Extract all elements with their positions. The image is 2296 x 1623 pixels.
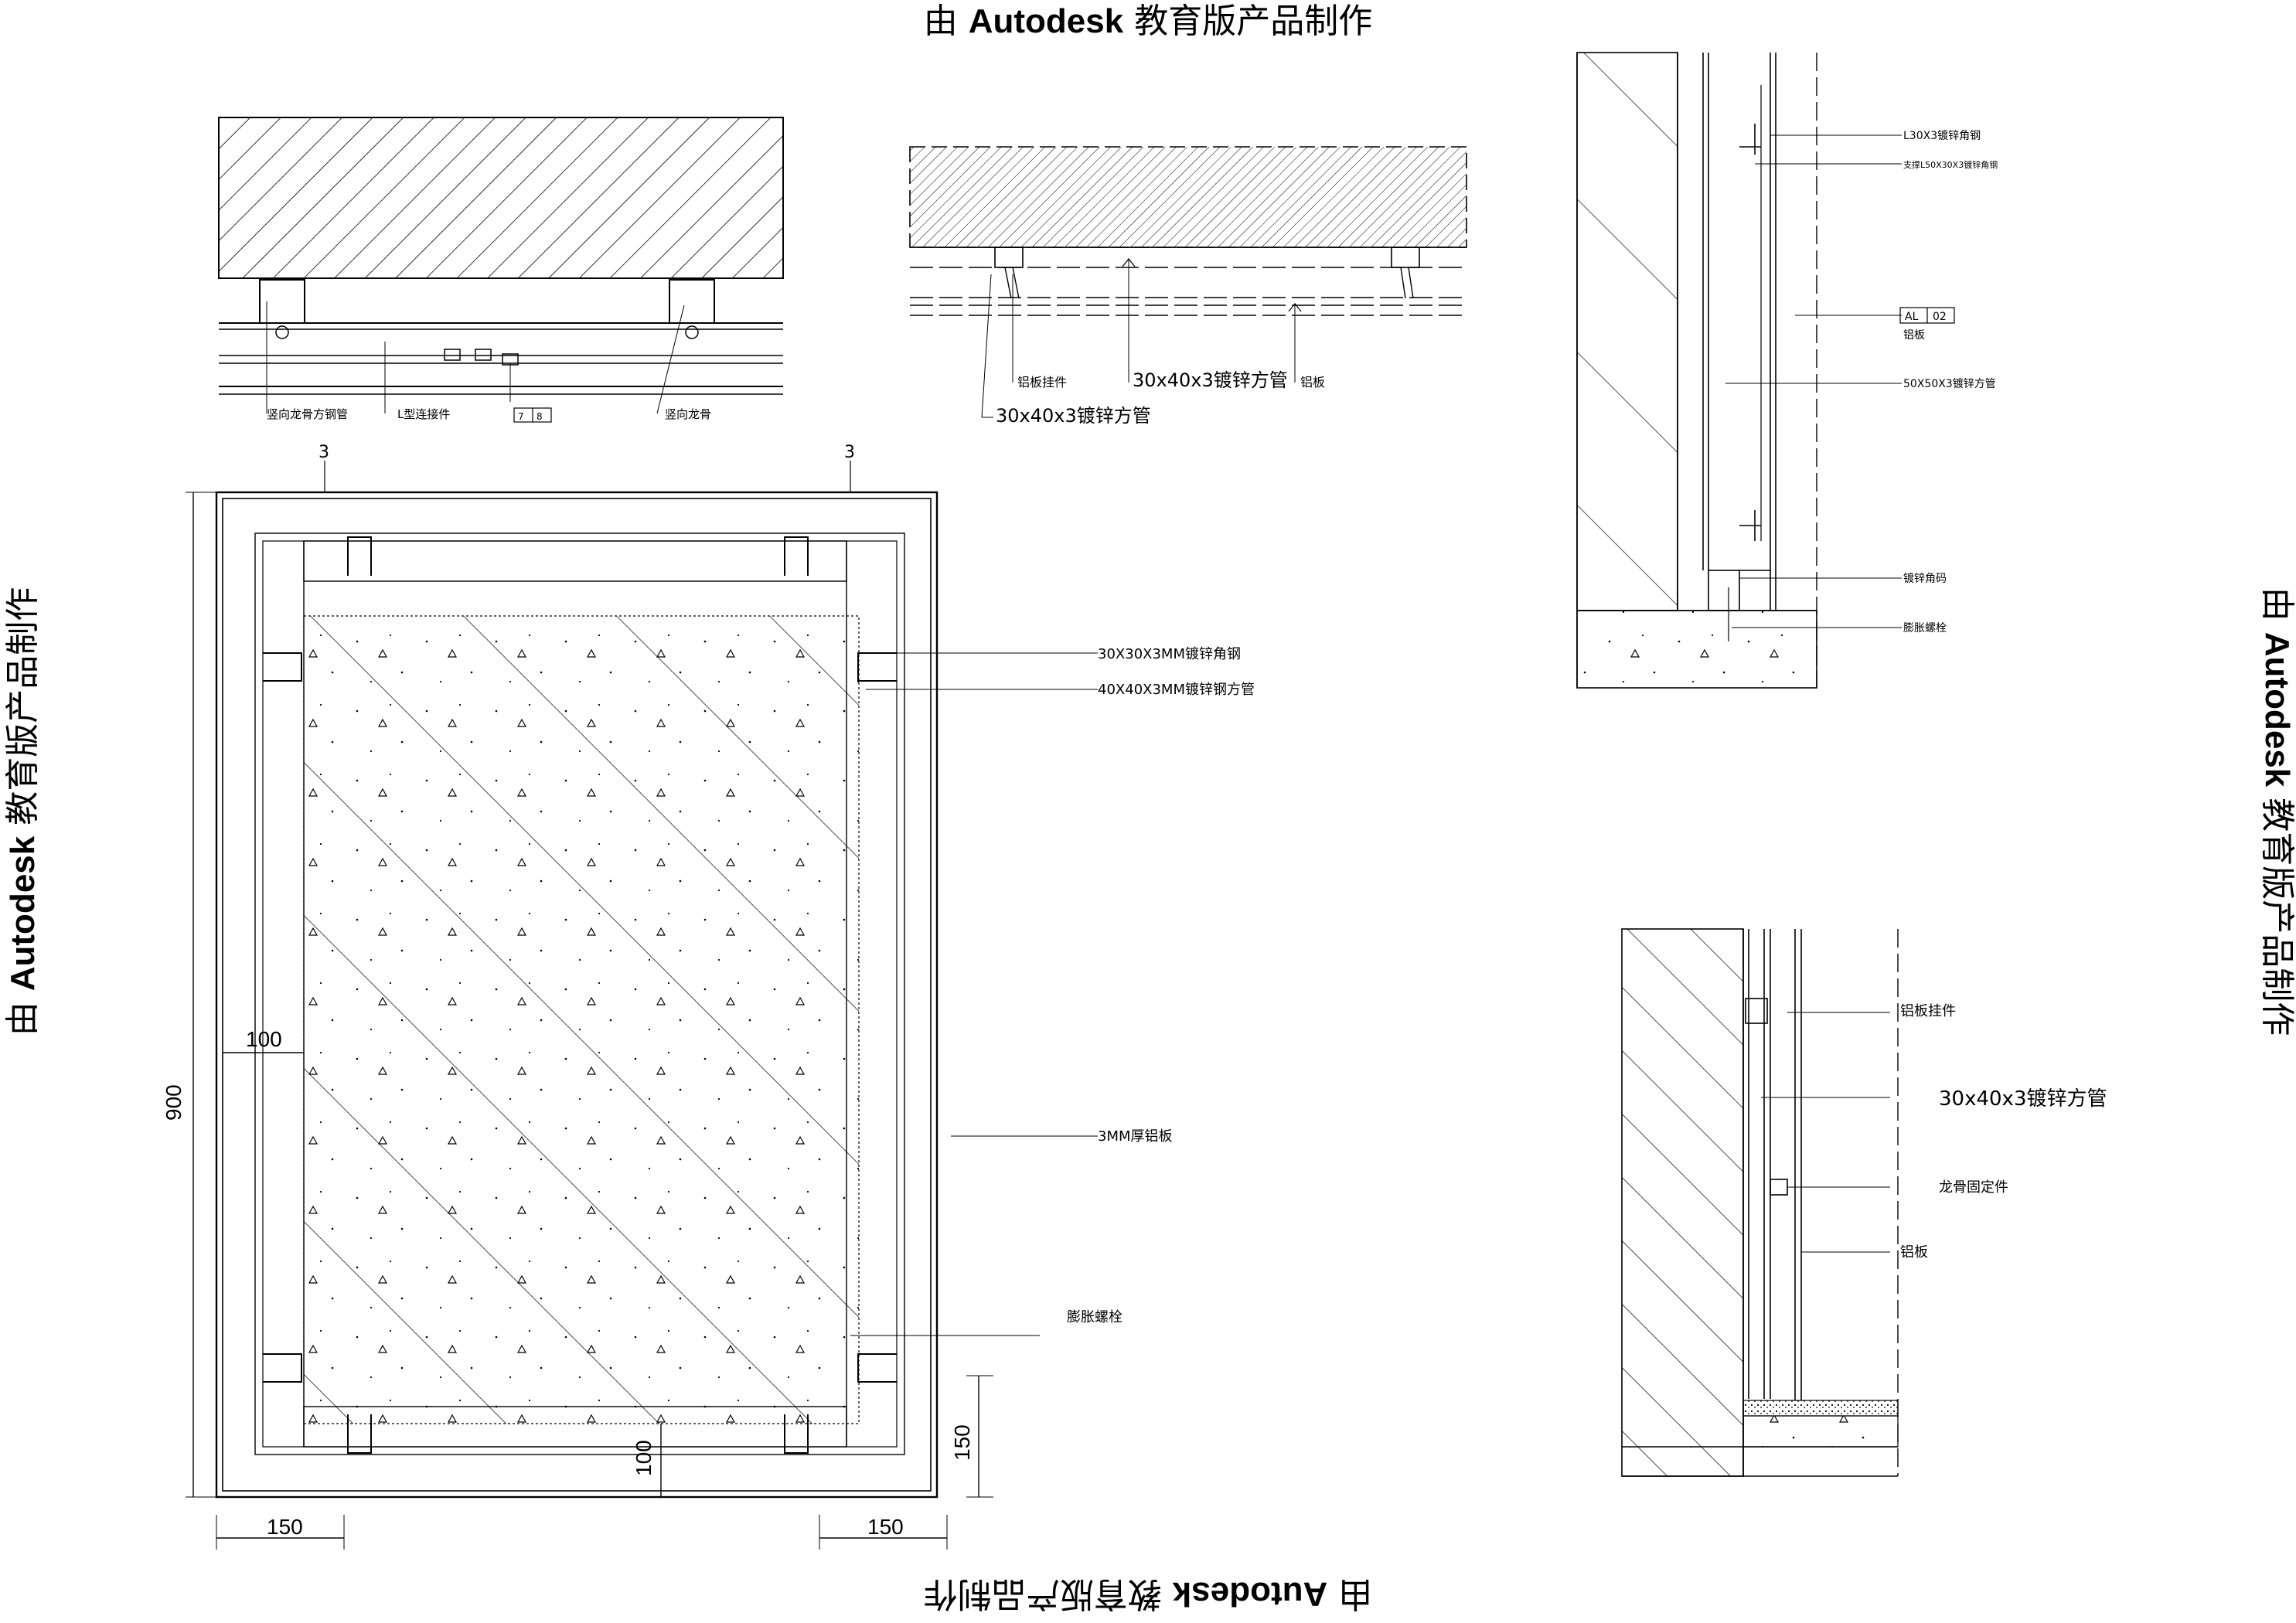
right-upper-label-2: 支撑L50X30X3镀锌角钢	[1903, 159, 1998, 170]
detail-top-middle: 铝板挂件 30x40x3镀锌方管 30x40x3镀锌方管 铝板	[909, 146, 1467, 427]
marker-top-left: 3	[319, 443, 329, 462]
right-lower-label-1: 铝板挂件	[1900, 1003, 1956, 1019]
top-left-tag-value-a: 7	[518, 411, 524, 422]
top-left-label-4: 竖向龙骨	[665, 407, 711, 421]
top-left-label-1: 竖向龙骨方钢管	[267, 407, 348, 421]
top-mid-label-4: 铝板	[1300, 375, 1325, 390]
column-label-2: 40X40X3MM镀锌钢方管	[1098, 682, 1255, 698]
column-label-3: 3MM厚铝板	[1098, 1128, 1173, 1145]
right-upper-label-5: 镀锌角码	[1903, 572, 1947, 585]
top-mid-label-2: 30x40x3镀锌方管	[1133, 369, 1288, 391]
dim-inner-bottom: 100	[632, 1440, 656, 1476]
detail-right-upper: AL 02 L30X3镀锌角钢 支撑L50X30X3镀锌角钢 铝板 50X50X…	[1576, 52, 1998, 689]
dim-height: 900	[162, 1084, 186, 1121]
dim-offset-left: 150	[267, 1515, 303, 1539]
right-lower-label-3: 龙骨固定件	[1939, 1179, 2008, 1196]
watermark-top: 由 Autodesk 教育版产品制作	[923, 2, 1373, 41]
dim-inner-left: 100	[246, 1027, 282, 1051]
top-mid-label-1: 铝板挂件	[1017, 375, 1067, 390]
right-upper-label-6: 膨胀螺栓	[1903, 621, 1947, 635]
top-left-label-2: L型连接件	[397, 407, 450, 421]
marker-top-right: 3	[844, 443, 855, 462]
right-upper-label-1: L30X3镀锌角钢	[1903, 129, 1981, 142]
column-label-4: 膨胀螺栓	[1067, 1309, 1122, 1325]
column-label-1: 30X30X3MM镀锌角钢	[1098, 646, 1241, 662]
right-lower-label-4: 铝板	[1900, 1244, 1928, 1261]
detail-top-left: 竖向龙骨方钢管 L型连接件 竖向龙骨 7 8	[218, 117, 784, 423]
right-lower-label-2: 30x40x3镀锌方管	[1939, 1087, 2107, 1111]
top-mid-label-3: 30x40x3镀锌方管	[996, 405, 1151, 427]
top-left-tag-value-b: 8	[537, 411, 543, 422]
detail-right-lower: 铝板挂件 30x40x3镀锌方管 龙骨固定件 铝板	[1621, 928, 2107, 1477]
tag-number: 02	[1933, 311, 1947, 323]
right-upper-label-3: 铝板	[1903, 329, 1925, 342]
detail-column: 900 100 100 150 150 150 3 3	[162, 443, 1255, 1550]
dim-offset-side: 150	[950, 1424, 974, 1461]
right-upper-label-4: 50X50X3镀锌方管	[1903, 377, 1996, 390]
tag-code: AL	[1905, 311, 1919, 323]
dim-offset-right: 150	[867, 1515, 904, 1539]
